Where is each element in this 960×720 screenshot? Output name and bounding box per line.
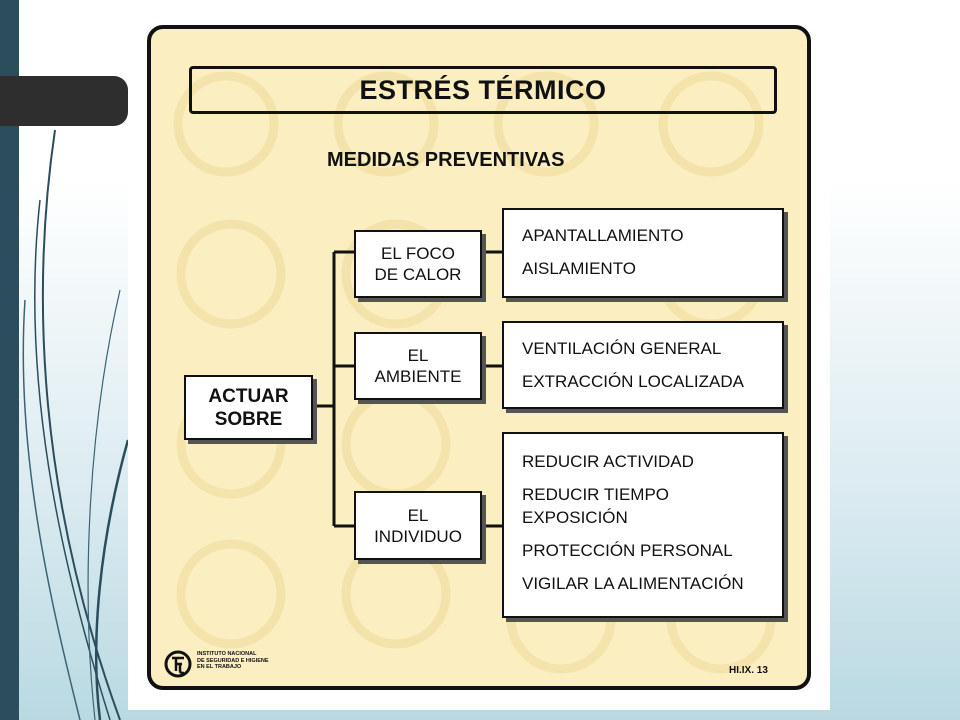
measure-item: REDUCIR TIEMPO [522, 485, 670, 504]
measure-item: EXPOSICIÓN [522, 508, 628, 527]
root-line-2: SOBRE [214, 408, 283, 430]
title-box: ESTRÉS TÉRMICO [189, 66, 777, 114]
root-node: ACTUAR SOBRE [184, 375, 313, 440]
root-line-1: ACTUAR [208, 385, 289, 407]
measures-individual: REDUCIR ACTIVIDAD REDUCIR TIEMPO EXPOSIC… [502, 432, 784, 618]
measure-item: VENTILACIÓN GENERAL [522, 339, 722, 358]
measure-item: PROTECCIÓN PERSONAL [522, 541, 733, 560]
branch-label-line-2: INDIVIDUO [374, 526, 462, 546]
institution-line: DE SEGURIDAD E HIGIENE [197, 657, 269, 664]
left-sidebar-bar [0, 0, 19, 720]
institution-line: EN EL TRABAJO [197, 664, 242, 670]
branch-label-line-1: EL [407, 346, 429, 365]
page-title: ESTRÉS TÉRMICO [359, 74, 607, 105]
branch-label-line-2: AMBIENTE [374, 367, 462, 386]
branch-environment: EL AMBIENTE [354, 332, 482, 400]
title-tab-shape [0, 76, 128, 126]
institution-line: INSTITUTO NACIONAL [197, 651, 257, 657]
measures-environment: VENTILACIÓN GENERAL EXTRACCIÓN LOCALIZAD… [502, 321, 784, 409]
institution-logo [164, 650, 192, 678]
measure-item: AISLAMIENTO [522, 259, 636, 278]
decorative-curves [22, 129, 130, 720]
measure-item: EXTRACCIÓN LOCALIZADA [522, 372, 744, 391]
branch-label-line-2: DE CALOR [374, 265, 462, 284]
infographic-card: ESTRÉS TÉRMICO MEDIDAS PREVENTIVAS ACTUA… [147, 25, 811, 690]
measures-heat-source: APANTALLAMIENTO AISLAMIENTO [502, 208, 784, 298]
branch-label-line-1: EL [407, 505, 429, 525]
slide-code: HI.IX. 13 [729, 665, 768, 676]
branch-label-line-1: EL FOCO [381, 244, 455, 263]
subtitle: MEDIDAS PREVENTIVAS [327, 149, 565, 171]
measure-item: REDUCIR ACTIVIDAD [522, 452, 694, 471]
institution-name: INSTITUTO NACIONAL DE SEGURIDAD E HIGIEN… [197, 651, 269, 671]
branch-individual: EL INDIVIDUO [354, 491, 482, 560]
measure-item: APANTALLAMIENTO [522, 226, 684, 245]
measure-item: VIGILAR LA ALIMENTACIÓN [522, 574, 744, 593]
branch-heat-source: EL FOCO DE CALOR [354, 230, 482, 298]
